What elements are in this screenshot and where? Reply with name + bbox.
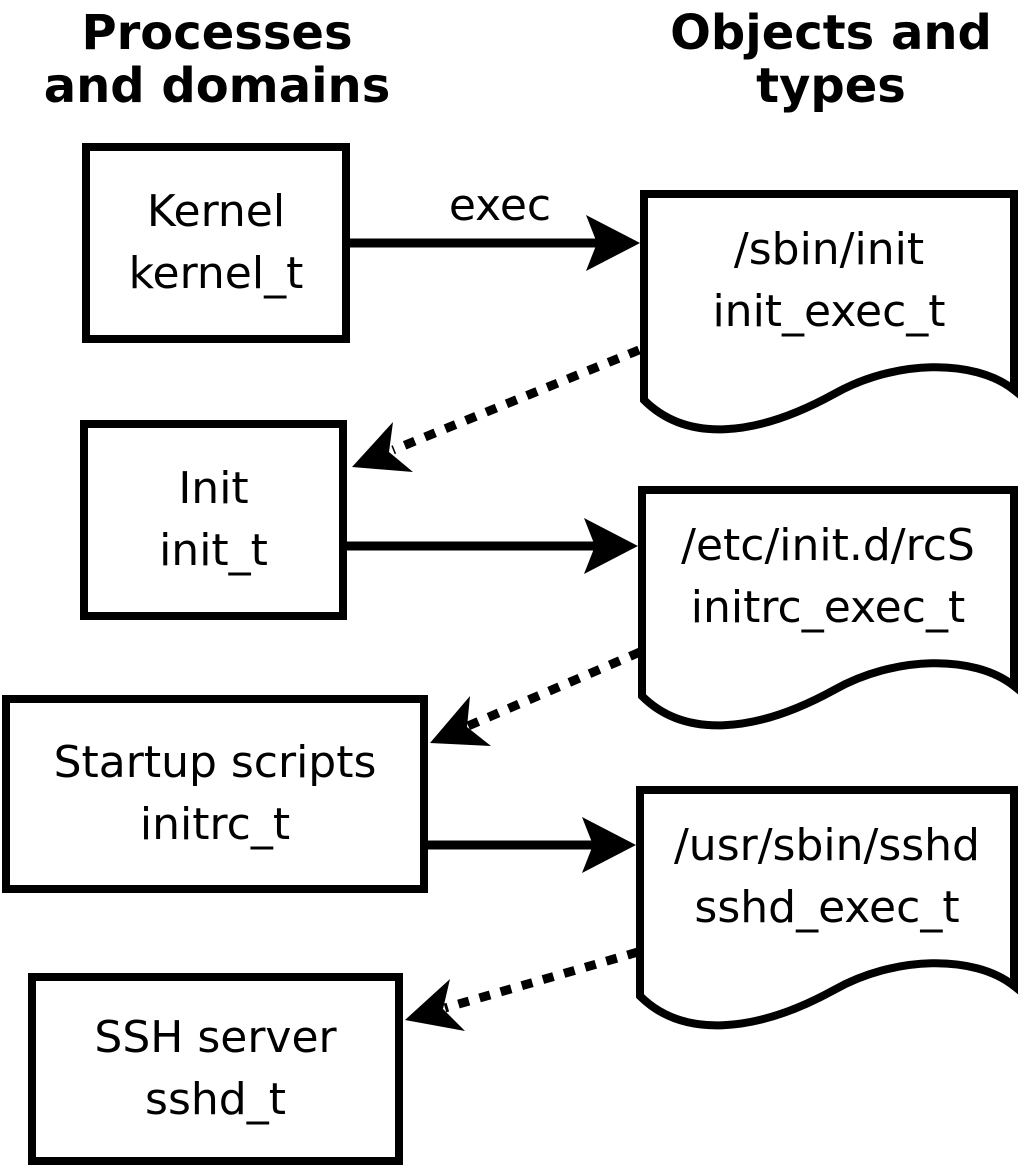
document-shape-usr-sbin-sshd [636,786,1018,1030]
object-path: /usr/sbin/sshd [673,820,980,871]
document-shape-etc-initd-rcs [638,486,1018,730]
process-label-ssh-server: SSH server sshd_t [28,973,403,1165]
process-name: SSH server [94,1012,337,1063]
dotted-arrowhead-sshd-exec-to-sshd [405,979,465,1031]
dotted-arrowhead-initrc-exec-to-initrc [430,696,491,746]
solid-arrowhead-init-to-initrc-exec [584,518,638,574]
process-box-init [80,420,347,620]
object-label-sbin-init: /sbin/init init_exec_t [644,219,1014,343]
process-domain: init_t [159,525,268,576]
process-name: Init [178,463,249,514]
dotted-arrow-initrc-exec-to-initrc [466,647,642,731]
right-column-title-line2: types [756,58,906,114]
left-column-title-line1: Processes [81,5,353,61]
dotted-arrowhead-init-exec-to-init [352,422,413,472]
object-type: init_exec_t [712,286,946,337]
process-label-startup-scripts: Startup scripts initrc_t [2,695,428,893]
object-label-usr-sbin-sshd: /usr/sbin/sshd sshd_exec_t [640,815,1014,939]
object-type: initrc_exec_t [690,582,966,633]
exec-arrow-label: exec [448,180,552,231]
process-domain: kernel_t [128,248,304,299]
process-label-init: Init init_t [80,420,347,620]
process-domain: initrc_t [139,799,291,850]
dotted-arrow-sshd-exec-to-sshd [443,947,640,1013]
process-name: Kernel [146,186,286,237]
left-column-title: Processes and domains [17,7,417,113]
dotted-arrow-init-exec-to-init [391,345,641,455]
document-shape-sbin-init [640,190,1018,434]
process-name: Startup scripts [53,737,377,788]
right-column-title: Objects and types [631,7,1024,113]
process-domain: sshd_t [145,1074,286,1125]
solid-arrowhead-kernel-to-init-exec [586,215,640,271]
process-box-kernel [82,143,350,343]
object-path: /etc/init.d/rcS [681,520,975,571]
process-label-kernel: Kernel kernel_t [82,143,350,343]
process-box-startup-scripts [2,695,428,893]
right-column-title-line1: Objects and [670,5,992,61]
process-box-ssh-server [28,973,403,1165]
solid-arrowhead-initrc-to-sshd-exec [582,817,636,873]
object-label-etc-initd-rcs: /etc/init.d/rcS initrc_exec_t [642,515,1014,639]
object-path: /sbin/init [733,224,925,275]
left-column-title-line2: and domains [43,58,391,114]
object-type: sshd_exec_t [694,882,960,933]
